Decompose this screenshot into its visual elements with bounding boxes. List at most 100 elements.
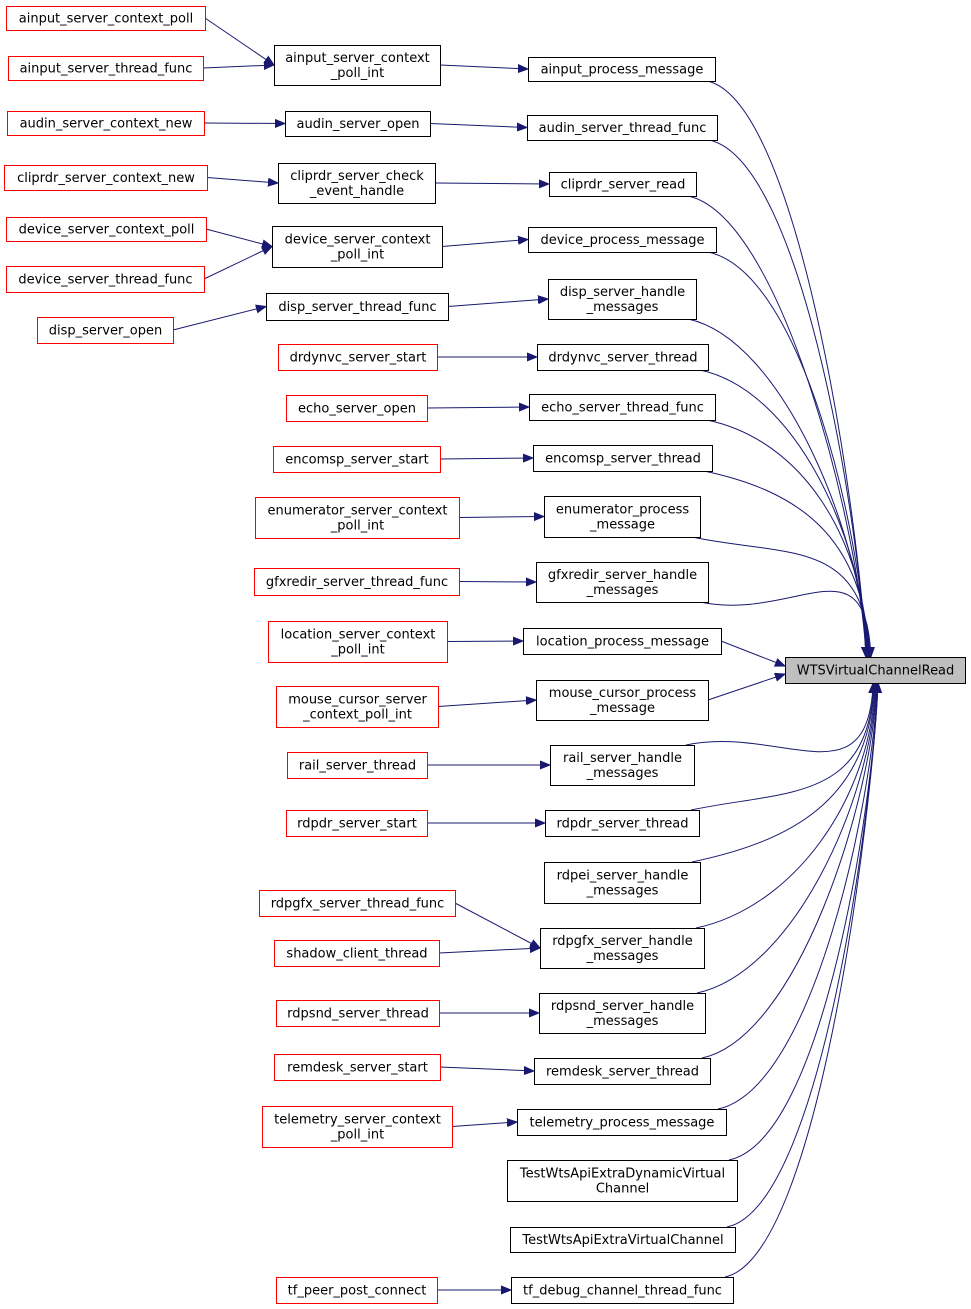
edge-r_gfxredir_thread-to-d_gfxredir_handle [458, 582, 536, 583]
node-box [286, 810, 428, 837]
edge-c_disp_open-to-m_disp_thread [172, 307, 266, 331]
graph-node[interactable]: rdpdr_server_start [286, 810, 428, 837]
graph-node[interactable]: rdpgfx_server_thread_func [259, 890, 456, 917]
graph-node[interactable]: rdpsnd_server_handle_messages [539, 993, 706, 1034]
node-box [548, 279, 697, 320]
node-box [549, 172, 697, 197]
node-label: TestWtsApiExtraVirtualChannel [521, 1233, 723, 1248]
node-box [8, 56, 204, 81]
node-label: rdpgfx_server_thread_func [271, 897, 445, 912]
node-box [510, 1227, 736, 1253]
graph-node[interactable]: encomsp_server_start [273, 446, 441, 473]
graph-node[interactable]: cliprdr_server_context_new [4, 165, 208, 191]
edges-layer [172, 17, 878, 1290]
graph-node[interactable]: device_server_context_poll_int [272, 226, 443, 268]
node-label: rdpdr_server_thread [557, 817, 689, 832]
node-box [536, 562, 709, 603]
graph-node[interactable]: gfxredir_server_thread_func [254, 568, 460, 596]
graph-node[interactable]: telemetry_process_message [517, 1109, 727, 1136]
node-label: _context_poll_int [302, 708, 412, 723]
graph-node[interactable]: TestWtsApiExtraVirtualChannel [510, 1227, 736, 1253]
graph-node[interactable]: encomsp_server_thread [533, 445, 713, 472]
graph-node[interactable]: echo_server_thread_func [529, 394, 716, 421]
graph-node[interactable]: disp_server_open [37, 317, 174, 344]
graph-node[interactable]: ainput_server_context_poll_int [274, 45, 441, 86]
node-label: echo_server_open [298, 402, 416, 417]
edge-m_ainput_poll_int-to-d_ainput_process [439, 65, 528, 69]
graph-node[interactable]: echo_server_open [286, 395, 428, 422]
graph-node[interactable]: gfxredir_server_handle_messages [536, 562, 709, 603]
graph-node[interactable]: drdynvc_server_thread [537, 344, 709, 371]
node-box [276, 1000, 440, 1027]
graph-node[interactable]: device_server_context_poll [6, 217, 207, 242]
node-label: device_server_context_poll [19, 223, 195, 238]
graph-node[interactable]: rdpei_server_handle_messages [544, 862, 701, 904]
node-label: tf_debug_channel_thread_func [523, 1284, 722, 1299]
edge-d_rail_handle-to-target [685, 683, 873, 753]
node-box [537, 344, 709, 371]
node-label: remdesk_server_thread [546, 1065, 699, 1080]
graph-node[interactable]: location_server_context_poll_int [268, 621, 448, 663]
edge-c_ainput_thread-to-m_ainput_poll_int [202, 65, 274, 68]
node-label: ainput_server_context_poll [19, 12, 193, 27]
node-label: location_process_message [536, 635, 709, 650]
node-box [274, 940, 440, 967]
graph-node[interactable]: rdpgfx_server_handle_messages [540, 928, 705, 969]
edge-d_encomsp_thread-to-target [703, 470, 869, 657]
graph-node[interactable]: remdesk_server_thread [534, 1058, 711, 1085]
node-box [507, 1160, 738, 1202]
node-box [276, 686, 439, 728]
graph-node[interactable]: cliprdr_server_read [549, 172, 697, 197]
edge-r_echo_open-to-d_echo_thread [426, 407, 529, 408]
graph-node[interactable]: audin_server_open [285, 111, 431, 137]
graph-node[interactable]: rdpdr_server_thread [545, 810, 700, 837]
graph-node[interactable]: drdynvc_server_start [278, 344, 438, 371]
node-label: _message [589, 518, 655, 533]
node-label: encomsp_server_thread [545, 452, 701, 467]
graph-node[interactable]: rail_server_thread [287, 752, 428, 779]
graph-node[interactable]: mouse_cursor_process_message [536, 680, 709, 721]
graph-node[interactable]: cliprdr_server_check_event_handle [278, 163, 436, 204]
nodes-layer: ainput_server_context_poll ainput_server_… [4, 6, 966, 1304]
node-label: _messages [586, 1014, 659, 1029]
graph-node[interactable]: rdpsnd_server_thread [276, 1000, 440, 1027]
graph-node[interactable]: tf_debug_channel_thread_func [511, 1277, 734, 1304]
graph-node[interactable]: audin_server_context_new [7, 111, 205, 136]
graph-node[interactable]: location_process_message [523, 628, 722, 655]
graph-node[interactable]: ainput_server_context_poll [6, 6, 206, 31]
node-box [286, 395, 428, 422]
graph-node[interactable]: enumerator_process_message [544, 496, 701, 538]
graph-node[interactable]: audin_server_thread_func [527, 115, 718, 141]
graph-node[interactable]: device_process_message [528, 227, 717, 253]
graph-node[interactable]: mouse_cursor_server_context_poll_int [276, 686, 439, 728]
edge-d_tf_debug-to-target [724, 683, 878, 1278]
node-label: _messages [586, 583, 659, 598]
edge-c_device_thread-to-m_device_poll_int [203, 247, 272, 280]
node-label: cliprdr_server_context_new [17, 171, 195, 186]
graph-node[interactable]: ainput_process_message [528, 57, 716, 82]
graph-node[interactable]: device_server_thread_func [6, 266, 205, 293]
edge-m_disp_thread-to-d_disp_handle [447, 299, 548, 307]
edge-d_test_dynamic-to-target [728, 683, 878, 1161]
node-label: gfxredir_server_handle [548, 568, 697, 583]
node-box [262, 1106, 453, 1148]
graph-node[interactable]: remdesk_server_start [274, 1054, 441, 1081]
node-label: rdpgfx_server_handle [552, 934, 693, 949]
graph-node[interactable]: rail_server_handle_messages [550, 745, 695, 786]
edge-d_remdesk_thread-to-target [701, 683, 877, 1059]
node-label: audin_server_thread_func [539, 121, 707, 136]
graph-node[interactable]: disp_server_handle_messages [548, 279, 697, 320]
node-label: device_server_thread_func [18, 273, 192, 288]
node-label: tf_peer_post_connect [288, 1284, 427, 1299]
graph-node[interactable]: shadow_client_thread [274, 940, 440, 967]
node-label: ainput_server_thread_func [20, 62, 193, 77]
node-label: device_server_context [285, 233, 431, 248]
graph-node[interactable]: disp_server_thread_func [266, 293, 449, 321]
graph-node[interactable]: telemetry_server_context_poll_int [262, 1106, 453, 1148]
edge-m_audin_open-to-d_audin_thread [429, 124, 527, 128]
graph-node[interactable]: enumerator_server_context_poll_int [255, 497, 460, 539]
graph-node[interactable]: tf_peer_post_connect [276, 1277, 438, 1304]
graph-node[interactable]: ainput_server_thread_func [8, 56, 204, 81]
node-label: enumerator_process [556, 503, 690, 518]
